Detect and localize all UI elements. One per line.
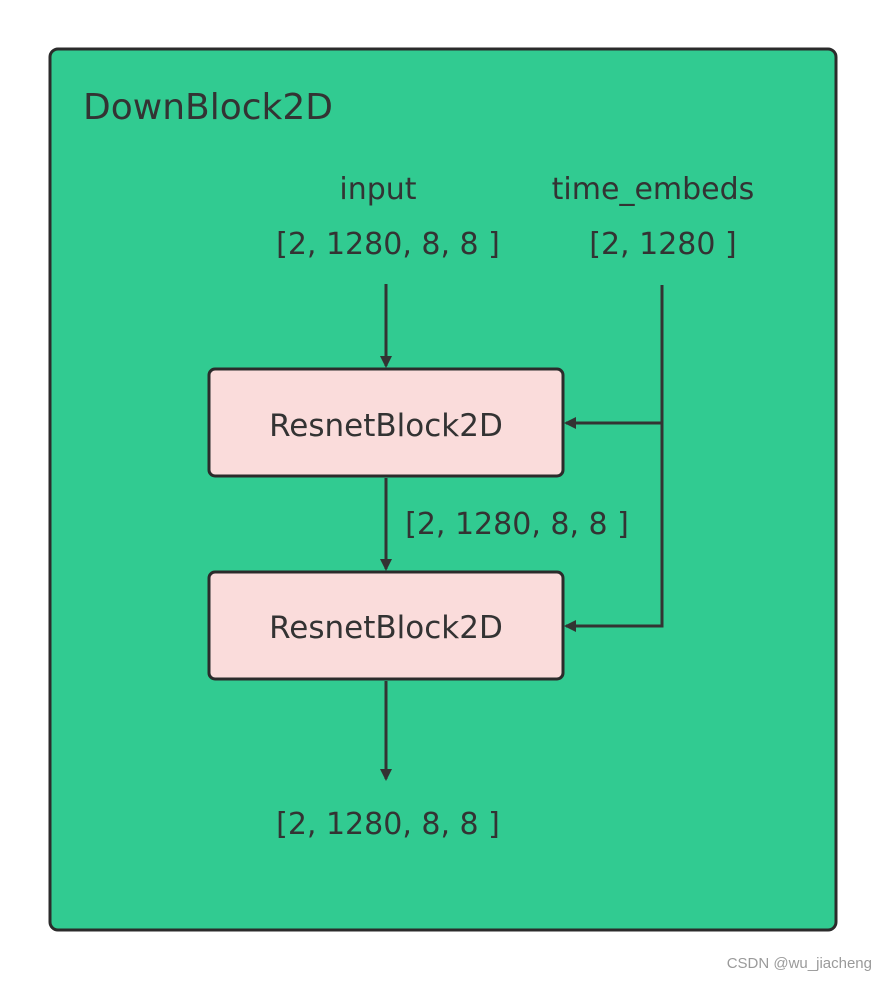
input-shape: [2, 1280, 8, 8 ] [276,227,500,262]
resnet-block-2-label: ResnetBlock2D [269,610,503,646]
time-embeds-to-block2-arrow [564,285,664,632]
time-embeds-shape: [2, 1280 ] [589,227,736,262]
time-embeds-label: time_embeds [552,172,755,207]
input-label: input [339,172,416,207]
resnet-block-1-label: ResnetBlock2D [269,408,503,444]
output-shape: [2, 1280, 8, 8 ] [276,807,500,842]
downblock-container [48,47,838,932]
between-blocks-shape: [2, 1280, 8, 8 ] [405,507,629,542]
watermark: CSDN @wu_jiacheng [726,955,872,972]
resnet-block-1 [207,367,565,478]
resnet-block-2 [207,570,565,681]
container-title: DownBlock2D [83,87,333,128]
